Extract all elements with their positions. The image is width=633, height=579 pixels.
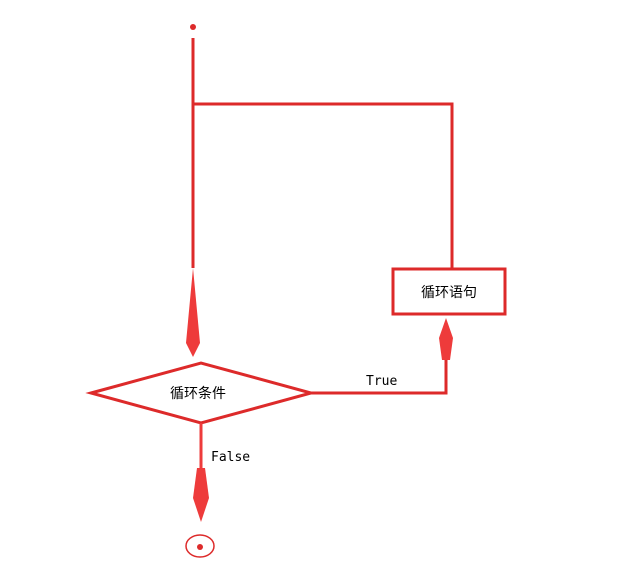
end-node-dot	[197, 544, 203, 550]
start-node	[190, 24, 196, 30]
arrow-into-loop-body	[439, 318, 453, 360]
false-label: False	[211, 450, 250, 465]
loop-body-label: 循环语句	[421, 285, 477, 301]
true-label: True	[366, 374, 397, 389]
loop-back-connector	[193, 102, 454, 268]
true-connector	[311, 360, 448, 395]
condition-label: 循环条件	[170, 385, 226, 402]
arrow-into-condition	[186, 268, 200, 357]
arrow-to-end	[193, 468, 209, 522]
loop-body-box	[391, 267, 507, 316]
